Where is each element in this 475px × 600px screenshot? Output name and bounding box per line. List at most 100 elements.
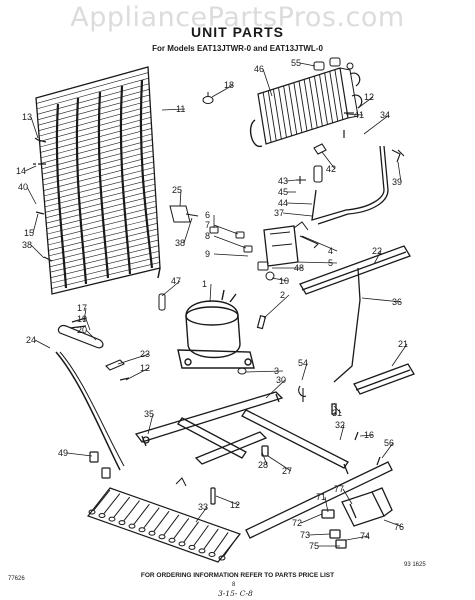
callout-c23: 23 xyxy=(140,349,150,359)
watermark: AppliancePartsPros.com xyxy=(70,2,405,33)
leader-c15 xyxy=(32,213,39,234)
callout-c37: 37 xyxy=(274,208,284,218)
p-rail xyxy=(299,245,415,395)
callout-c27: 27 xyxy=(282,466,292,476)
p-clip xyxy=(105,143,405,402)
callout-c36: 36 xyxy=(392,297,402,307)
leader-c10 xyxy=(271,277,289,282)
callout-c35: 35 xyxy=(144,409,154,419)
leader-c28 xyxy=(261,451,268,466)
callout-c39: 39 xyxy=(392,177,402,187)
leader-c2 xyxy=(263,294,290,319)
callout-c3: 3 xyxy=(274,366,279,376)
leader-c24 xyxy=(34,339,51,349)
callout-c24: 24 xyxy=(26,335,36,345)
callout-c46: 46 xyxy=(254,64,264,74)
callout-c73: 73 xyxy=(300,530,310,540)
leader-c23 xyxy=(117,353,150,365)
p-condenser xyxy=(249,67,363,147)
callout-c14: 14 xyxy=(16,166,26,176)
leader-c44 xyxy=(286,202,313,205)
leader-c5 xyxy=(295,261,338,264)
callout-c8: 8 xyxy=(205,231,210,241)
leader-c27 xyxy=(267,455,292,472)
leader-c36 xyxy=(361,297,402,303)
callout-c11: 11 xyxy=(176,104,185,114)
leader-c32 xyxy=(339,424,345,441)
callout-c20: 20 xyxy=(77,325,87,335)
callout-c25: 25 xyxy=(172,185,182,195)
callout-c45: 45 xyxy=(278,187,288,197)
leader-c18 xyxy=(211,84,234,98)
p-relay xyxy=(209,221,319,281)
models-subtitle: For Models EAT13JTWR-0 and EAT13JTWL-0 xyxy=(152,44,323,53)
callout-c33: 33 xyxy=(198,502,208,512)
callout-c10: 10 xyxy=(279,276,289,286)
page-number: 8 xyxy=(232,582,236,588)
callout-c19: 19 xyxy=(77,314,87,324)
leader-c11 xyxy=(161,108,186,111)
leader-c19 xyxy=(85,318,91,331)
leader-c22 xyxy=(373,250,382,265)
leader-c31 xyxy=(333,405,342,414)
callout-c30: 30 xyxy=(276,375,286,385)
leader-c38a xyxy=(30,244,45,259)
leader-c8 xyxy=(213,235,247,249)
leader-c39 xyxy=(397,161,402,183)
callout-c22: 22 xyxy=(372,246,382,256)
callout-c48: 48 xyxy=(294,263,304,273)
callout-c6: 6 xyxy=(205,210,210,220)
callout-c42: 42 xyxy=(326,164,336,174)
leader-c30 xyxy=(265,379,286,399)
leader-c56 xyxy=(381,442,394,459)
leader-c72 xyxy=(300,513,323,524)
leader-c47 xyxy=(161,280,181,297)
callout-c7: 7 xyxy=(205,220,210,230)
leader-c76 xyxy=(383,519,404,528)
p-coil xyxy=(87,477,241,563)
leader-c25 xyxy=(179,189,182,207)
leader-c17 xyxy=(83,307,87,323)
leader-c33 xyxy=(195,506,208,523)
p-box xyxy=(321,487,393,549)
p-bracket xyxy=(169,205,199,223)
leader-c55 xyxy=(299,62,316,67)
p-top-fitting xyxy=(313,57,354,71)
leader-c1 xyxy=(209,283,212,303)
callout-c1: 1 xyxy=(202,279,207,289)
p-drier xyxy=(55,317,125,479)
p-filter xyxy=(158,293,166,311)
callout-c55: 55 xyxy=(291,58,301,68)
callout-c21: 21 xyxy=(398,339,408,349)
leader-c34 xyxy=(363,114,390,135)
callout-c56: 56 xyxy=(384,438,394,448)
leader-c4 xyxy=(301,235,338,252)
callout-c41: 41 xyxy=(354,110,364,120)
leader-c21 xyxy=(391,343,408,367)
callout-c38a: 38 xyxy=(22,240,32,250)
callout-c2: 2 xyxy=(280,290,285,300)
callout-c12c: 12 xyxy=(230,500,240,510)
callout-c31: 31 xyxy=(332,408,342,418)
figure-code: 93 1625 xyxy=(404,562,426,568)
callout-c18: 18 xyxy=(224,80,234,90)
leader-c7 xyxy=(213,224,239,235)
p-tube xyxy=(311,145,389,383)
callout-c44: 44 xyxy=(278,198,288,208)
leader-c12b xyxy=(125,367,150,381)
leader-c71 xyxy=(324,496,329,513)
leader-c12c xyxy=(215,495,240,506)
callout-c9: 9 xyxy=(205,249,210,259)
callout-c71: 71 xyxy=(316,492,326,502)
callout-c17: 17 xyxy=(77,303,87,313)
page-title: UNIT PARTS xyxy=(191,24,284,40)
p-compressor xyxy=(177,289,255,369)
print-code: 77626 xyxy=(8,576,25,582)
leader-c49 xyxy=(66,452,93,457)
leader-c74 xyxy=(345,535,370,541)
callout-c32: 32 xyxy=(335,420,345,430)
leader-c13 xyxy=(30,116,39,139)
